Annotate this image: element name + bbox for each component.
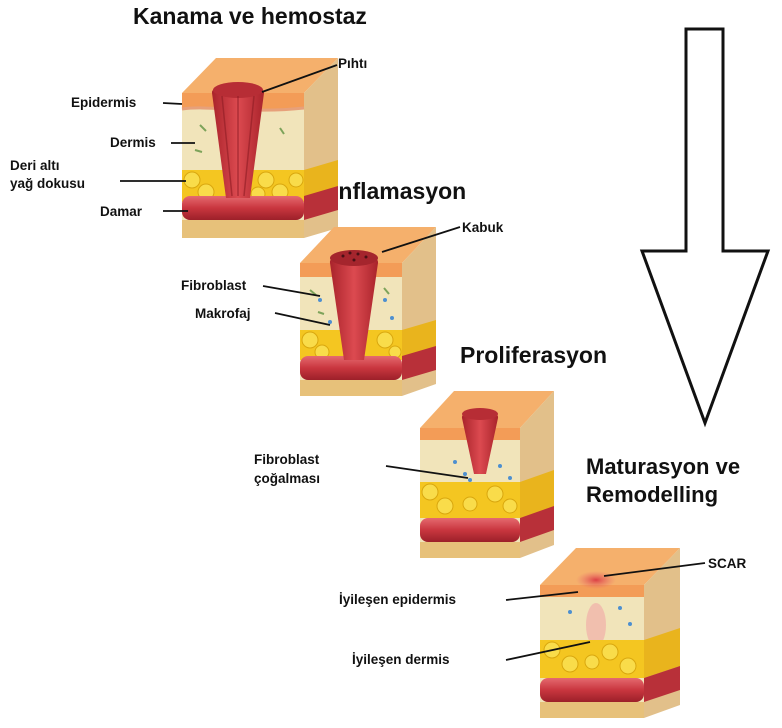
skin-block-inflammation bbox=[300, 227, 436, 396]
process-arrow bbox=[642, 29, 768, 423]
skin-block-maturation bbox=[540, 548, 680, 718]
skin-block-hemostasis bbox=[182, 58, 338, 238]
